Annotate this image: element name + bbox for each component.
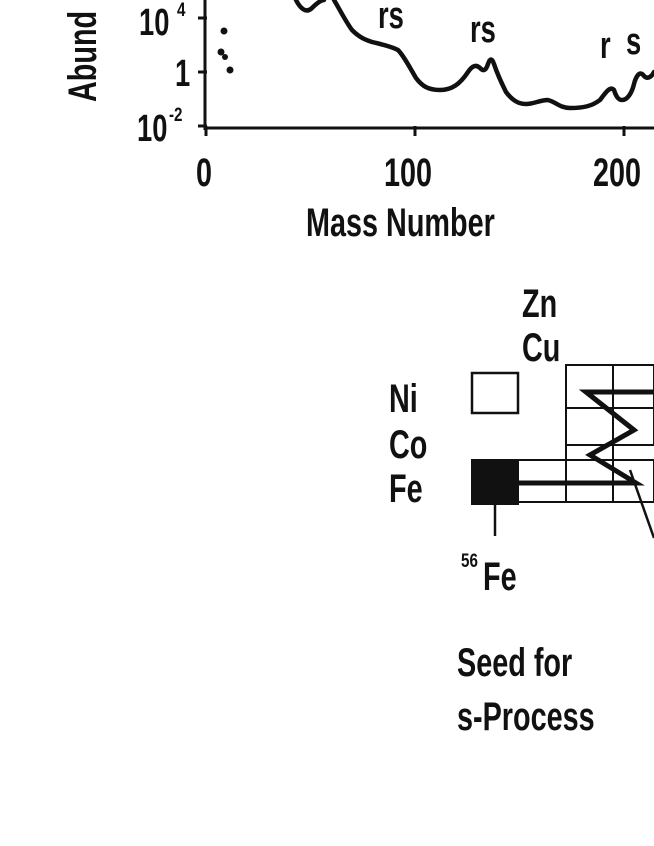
isotope-box [612,364,654,409]
svg-text:1: 1 [175,53,190,95]
peak-label-rs-1: rs [378,0,404,37]
svg-text:4: 4 [177,0,186,20]
caption-line-1: Seed for [457,640,573,685]
abundance-curve [293,0,654,111]
light-element-dot [217,48,225,56]
svg-text:10: 10 [139,2,169,44]
element-label-zn: Zn [522,281,557,326]
y-tick-label-10e4: 10 4 [139,0,186,44]
y-tick-label-10e-2: 10 -2 [137,103,183,150]
isotope-label-fe56: 56 Fe [461,549,517,599]
x-tick-label-100: 100 [384,150,432,195]
y-tick-label-1: 1 [175,53,190,95]
element-label-cu: Cu [522,325,560,370]
x-axis-label: Mass Number [306,200,495,245]
svg-text:-2: -2 [169,103,183,125]
isotope-box-fe56 [471,459,519,505]
svg-text:Fe: Fe [483,554,517,599]
caption-line-2: s-Process [457,694,595,739]
beta-decay-line [628,469,654,539]
svg-text:56: 56 [461,549,478,571]
neutron-capture-path [518,389,654,486]
light-element-dot [226,66,234,74]
y-axis-label: Abund [60,11,105,102]
element-label-co: Co [389,422,427,467]
peak-label-rs-2: rs [470,9,496,51]
element-label-ni: Ni [389,376,418,421]
isotope-box [565,407,614,446]
light-element-dot [220,27,228,35]
abundance-plot: Abund 10 4 1 10 -2 0 100 200 Mass Number [60,0,654,245]
peak-label-r: r [600,25,611,67]
isotope-box-ni [470,371,520,415]
isotope-box [565,364,614,409]
x-tick-label-200: 200 [593,150,641,195]
x-tick-label-0: 0 [196,150,212,195]
element-label-fe: Fe [389,466,423,511]
peak-label-s: s [626,21,641,63]
light-element-dot [222,54,228,60]
s-process-chain-diagram: Zn Cu Ni Co Fe 56 Fe Seed for s-Pro [389,281,654,739]
svg-text:10: 10 [137,108,167,150]
